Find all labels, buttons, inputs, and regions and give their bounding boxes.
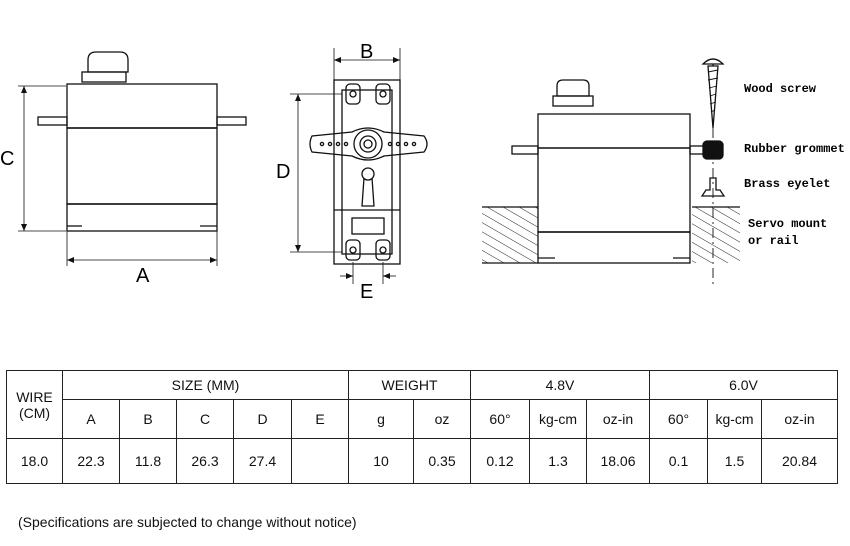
spec-table: WIRE (CM) SIZE (MM) WEIGHT 4.8V 6.0V A B…	[6, 370, 838, 484]
wire-header: WIRE (CM)	[6, 370, 63, 439]
value-cell: 10	[348, 438, 414, 484]
sub-header-cell: A	[62, 399, 120, 439]
sub-header-cell: g	[348, 399, 414, 439]
value-cell: 0.35	[413, 438, 471, 484]
voltage-48-header: 4.8V	[470, 370, 650, 400]
sub-header-cell: D	[233, 399, 292, 439]
front-view	[18, 51, 247, 266]
table-row: 18.0 22.3 11.8 26.3 27.4 10 0.35 0.12 1.…	[6, 438, 838, 484]
mounting-view	[482, 58, 740, 284]
value-cell: 20.84	[761, 438, 838, 484]
sub-header-cell: C	[176, 399, 234, 439]
servo-dimension-drawing: C A	[0, 41, 845, 303]
sub-header-cell: oz-in	[761, 399, 838, 439]
rubber-grommet-label: Rubber grommet	[744, 142, 845, 156]
sub-header-cell: kg-cm	[707, 399, 762, 439]
weight-header: WEIGHT	[348, 370, 471, 400]
voltage-60-header: 6.0V	[649, 370, 838, 400]
size-header: SIZE (MM)	[62, 370, 349, 400]
value-cell: 1.3	[529, 438, 587, 484]
rail-label: or rail	[748, 234, 798, 248]
wood-screw-label: Wood screw	[744, 82, 817, 96]
sub-header-cell: 60°	[649, 399, 708, 439]
side-view	[290, 48, 428, 284]
sub-header-cell: 60°	[470, 399, 530, 439]
brass-eyelet-label: Brass eyelet	[744, 177, 830, 191]
dimension-c-label: C	[0, 148, 14, 170]
value-cell: 1.5	[707, 438, 762, 484]
value-cell: 0.12	[470, 438, 530, 484]
sub-header-cell: kg-cm	[529, 399, 587, 439]
value-cell: 26.3	[176, 438, 234, 484]
dimension-e-label: E	[360, 281, 373, 303]
sub-header-cell: B	[119, 399, 177, 439]
value-cell: 18.06	[586, 438, 650, 484]
value-cell: 18.0	[6, 438, 63, 484]
dimension-d-label: D	[276, 161, 290, 183]
value-cell: 22.3	[62, 438, 120, 484]
servo-mount-label: Servo mount	[748, 217, 827, 231]
sub-header-cell: oz	[413, 399, 471, 439]
value-cell	[291, 438, 349, 484]
wire-header-line2: (CM)	[18, 404, 51, 421]
sub-header-cell: E	[291, 399, 349, 439]
sub-header-cell: oz-in	[586, 399, 650, 439]
dimension-b-label: B	[360, 41, 373, 63]
wire-header-line1: WIRE	[16, 388, 53, 405]
dimension-a-label: A	[136, 265, 150, 287]
value-cell: 0.1	[649, 438, 708, 484]
value-cell: 27.4	[233, 438, 292, 484]
value-cell: 11.8	[119, 438, 177, 484]
disclaimer-note: (Specifications are subjected to change …	[18, 514, 357, 530]
